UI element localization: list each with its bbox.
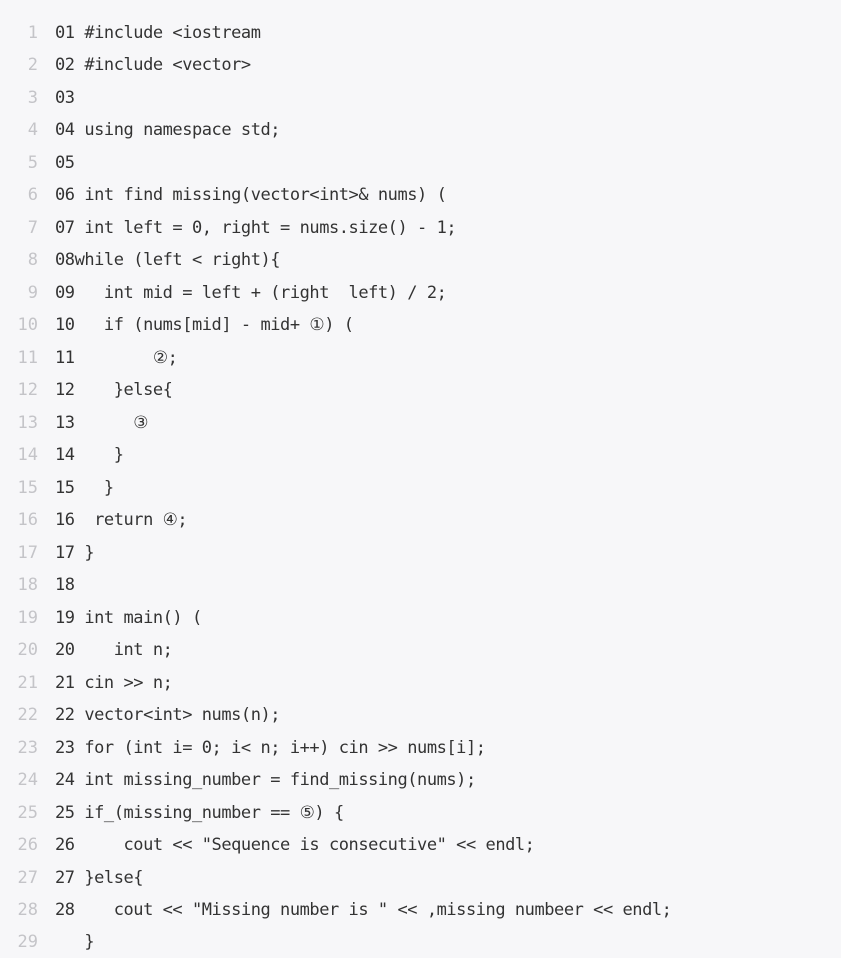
line-number: 15 [17,478,38,498]
line-code: 24 int missing_number = find_missing(num… [55,770,476,790]
line-code: 10 if (nums[mid] - mid+ ①) ( [55,315,354,335]
line-code: 08while (left < right){ [55,250,281,270]
line-number: 1 [27,23,38,43]
line-number: 24 [17,770,38,790]
code-line-23: 23 23 for (int i= 0; i< n; i++) cin >> nu… [0,732,841,764]
line-number: 6 [27,185,38,205]
line-code: 19 int main() ( [55,608,202,628]
line-code: 13 ③ [55,413,149,433]
line-code: 05 [55,153,75,173]
line-number: 13 [17,413,38,433]
line-code: 04 using namespace std; [55,120,281,140]
line-code: 14 } [55,445,124,465]
line-code: } [55,932,95,952]
code-line-5: 5 05 [0,147,841,179]
code-line-27: 27 27 }else{ [0,862,841,894]
code-line-8: 8 08while (left < right){ [0,244,841,276]
code-line-4: 4 04 using namespace std; [0,114,841,146]
code-line-24: 24 24 int missing_number = find_missing(n… [0,764,841,796]
line-code: 11 ②; [55,348,178,368]
code-line-22: 22 22 vector<int> nums(n); [0,699,841,731]
code-line-20: 20 20 int n; [0,634,841,666]
line-number: 2 [27,55,38,75]
line-code: 20 int n; [55,640,173,660]
line-code: 07 int left = 0, right = nums.size() - 1… [55,218,457,238]
code-line-13: 13 13 ③ [0,407,841,439]
line-number: 14 [17,445,38,465]
code-line-7: 7 07 int left = 0, right = nums.size() - … [0,212,841,244]
line-number: 21 [17,673,38,693]
line-code: 03 [55,88,75,108]
line-number: 4 [27,120,38,140]
code-line-25: 25 25 if_(missing_number == ⑤) { [0,797,841,829]
line-number: 18 [17,575,38,595]
line-code: 09 int mid = left + (right left) / 2; [55,283,447,303]
line-code: 17 } [55,543,95,563]
line-number: 12 [17,380,38,400]
line-code: 26 cout << "Sequence is consecutive" << … [55,835,535,855]
code-line-26: 26 26 cout << "Sequence is consecutive" <… [0,829,841,861]
code-line-9: 9 09 int mid = left + (right left) / 2; [0,277,841,309]
line-code: 27 }else{ [55,868,144,888]
code-line-16: 16 16 return ④; [0,504,841,536]
line-code: 23 for (int i= 0; i< n; i++) cin >> nums… [55,738,486,758]
line-number: 7 [27,218,38,238]
line-code: 02 #include <vector> [55,55,251,75]
code-line-6: 6 06 int find missing(vector<int>& nums) … [0,179,841,211]
line-number: 5 [27,153,38,173]
line-number: 3 [27,88,38,108]
line-number: 29 [17,932,38,952]
line-code: 12 }else{ [55,380,173,400]
line-code: 21 cin >> n; [55,673,173,693]
line-number: 23 [17,738,38,758]
line-number: 10 [17,315,38,335]
line-number: 26 [17,835,38,855]
line-code: 16 return ④; [55,510,188,530]
line-number: 16 [17,510,38,530]
code-line-3: 3 03 [0,82,841,114]
code-line-11: 11 11 ②; [0,342,841,374]
line-number: 25 [17,803,38,823]
line-code: 06 int find missing(vector<int>& nums) ( [55,185,447,205]
line-code: 15 } [55,478,114,498]
code-line-29: 29 } [0,926,841,958]
line-number: 8 [27,250,38,270]
line-number: 9 [27,283,38,303]
line-code: 22 vector<int> nums(n); [55,705,281,725]
code-line-10: 10 10 if (nums[mid] - mid+ ①) ( [0,309,841,341]
code-line-15: 15 15 } [0,472,841,504]
code-line-21: 21 21 cin >> n; [0,667,841,699]
line-number: 11 [17,348,38,368]
code-line-17: 17 17 } [0,537,841,569]
code-line-2: 2 02 #include <vector> [0,49,841,81]
line-number: 19 [17,608,38,628]
code-line-12: 12 12 }else{ [0,374,841,406]
line-code: 01 #include <iostream [55,23,261,43]
line-number: 17 [17,543,38,563]
line-number: 27 [17,868,38,888]
line-number: 28 [17,900,38,920]
code-line-28: 28 28 cout << "Missing number is " << ,mi… [0,894,841,926]
line-code: 28 cout << "Missing number is " << ,miss… [55,900,672,920]
code-line-14: 14 14 } [0,439,841,471]
code-line-1: 1 01 #include <iostream [0,17,841,49]
line-code: 18 [55,575,75,595]
line-number: 22 [17,705,38,725]
code-line-19: 19 19 int main() ( [0,602,841,634]
line-number: 20 [17,640,38,660]
line-code: 25 if_(missing_number == ⑤) { [55,803,344,823]
